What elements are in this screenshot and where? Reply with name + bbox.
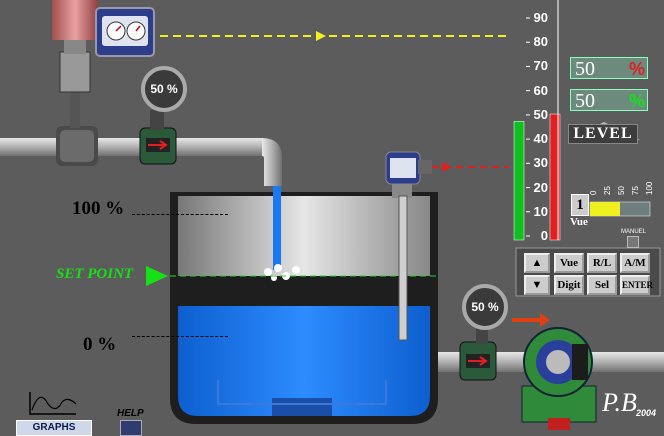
scale-label-50: 50 [533,106,548,122]
output-scale-label-50: 50 [617,186,626,195]
auto-manual-button[interactable]: A/M [620,253,650,273]
channel-indicator: 1 [571,194,589,216]
scale-label-20: 20 [533,179,548,195]
down-button[interactable]: ▼ [524,275,550,295]
level-0-line [132,336,228,337]
level-100-line [132,214,228,215]
level-0-label: 0 % [83,334,117,355]
level-100-label: 100 % [72,198,125,219]
logo-year: 2004 [636,408,657,418]
scale-ticks [526,17,530,237]
setpoint-bar [513,121,525,241]
scale-label-80: 80 [533,34,548,50]
valve-signal-arrow [316,31,326,41]
setpoint-label: SET POINT [56,266,134,282]
output-scale-label-75: 75 [631,186,640,195]
setpoint-display-value: 50 [575,58,595,80]
digit-button[interactable]: Digit [554,275,584,295]
graph-icon[interactable] [29,392,77,415]
author-logo: P.B [602,388,637,417]
flow-meter [139,110,177,165]
pump[interactable] [521,327,597,430]
process-display: 50 % [570,89,648,112]
setpoint-display: 50 % [570,57,648,80]
help-label: HELP [117,408,144,419]
output-scale-label-100: 100 [645,181,654,195]
scale-label-30: 30 [533,155,548,171]
scale-label-90: 90 [533,10,548,25]
scale-label-60: 60 [533,82,548,98]
outlet-flow-meter [459,326,497,381]
scale-label-70: 70 [533,58,548,74]
control-valve[interactable] [52,0,98,166]
level-sensor [385,151,432,341]
output-scale-label-0: 0 [589,190,598,195]
valve-gauge: 50 % [141,66,187,112]
manual-label: MANUEL [621,229,647,235]
scale-label-0: 0 [540,228,548,243]
scale-label-10: 10 [533,203,548,219]
process-display-value: 50 [575,90,595,112]
graphs-button[interactable]: GRAPHS [16,420,92,436]
tank [170,192,438,424]
inlet-elbow [262,138,282,186]
output-scale-label-25: 25 [603,186,612,195]
enter-button[interactable]: ENTER [620,275,653,295]
view-label: Vue [570,216,588,228]
level-title: LEVEL [568,124,638,144]
process-display-unit: % [628,91,645,111]
scale-label-40: 40 [533,131,548,147]
output-bar-fill [590,202,620,216]
rl-button[interactable]: R/L [587,253,617,273]
sensor-signal-arrow [442,162,452,172]
process-value-bar [549,113,561,241]
inflow-stream [273,186,281,270]
select-button[interactable]: Sel [587,275,617,295]
manual-indicator[interactable] [627,236,639,248]
valve-positioner [95,7,155,57]
pump-gauge: 50 % [462,284,508,330]
pump-flow-arrow [512,313,550,327]
setpoint-marker [146,266,168,286]
setpoint-display-unit: % [628,59,645,79]
view-button[interactable]: Vue [554,253,584,273]
up-button[interactable]: ▲ [524,253,550,273]
inlet-pipe [0,138,262,156]
help-button[interactable] [120,420,142,436]
